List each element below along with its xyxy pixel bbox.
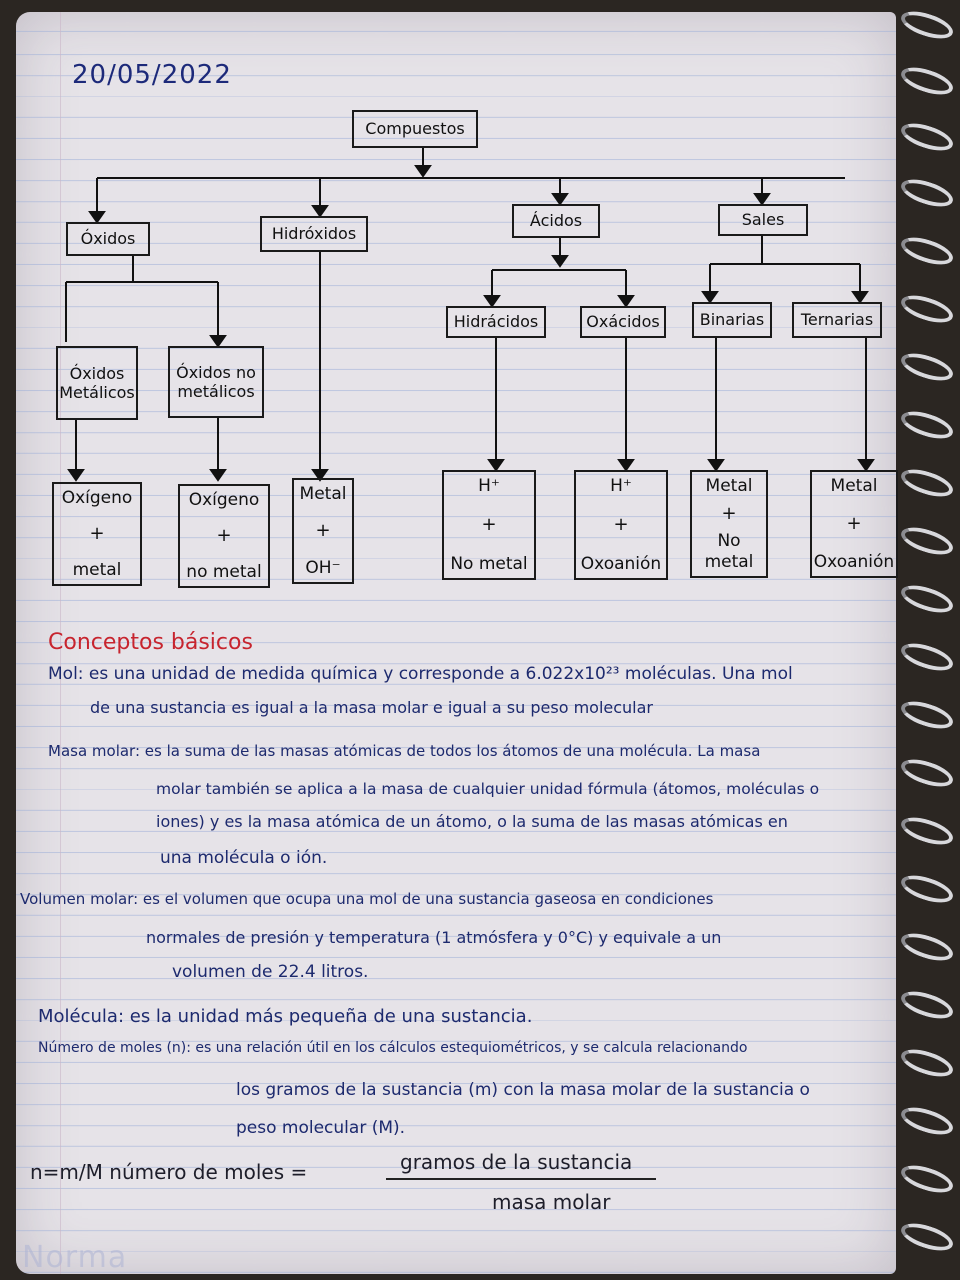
formula-hidracido: H⁺ + No metal	[442, 470, 536, 580]
note-line: normales de presión y temperatura (1 atm…	[146, 928, 722, 947]
note-line: Número de moles (n): es una relación úti…	[38, 1040, 748, 1056]
formula-sal-ternaria: Metal + Oxoanión	[810, 470, 898, 578]
formula-sal-binaria: Metal + No metal	[690, 470, 768, 578]
formula-oxido-metalico: Oxígeno + metal	[52, 482, 142, 586]
note-line: molar también se aplica a la masa de cua…	[156, 780, 820, 798]
node-oxacidos: Oxácidos	[580, 306, 666, 338]
node-oxidos-metalicos: Óxidos Metálicos	[56, 346, 138, 420]
fraction-bar	[386, 1178, 656, 1180]
node-binarias: Binarias	[692, 302, 772, 338]
note-line: de una sustancia es igual a la masa mola…	[90, 698, 653, 717]
formula-oxido-no-metalico: Oxígeno + no metal	[178, 484, 270, 588]
section-title: Conceptos básicos	[48, 630, 253, 655]
note-line: Masa molar: es la suma de las masas atóm…	[48, 742, 761, 760]
node-hidroxidos: Hidróxidos	[260, 216, 368, 252]
note-line: volumen de 22.4 litros.	[172, 962, 369, 982]
node-ternarias: Ternarias	[792, 302, 882, 338]
formula-hidroxido: Metal + OH⁻	[292, 478, 354, 584]
node-oxidos: Óxidos	[66, 222, 150, 256]
formula-lhs: n=m/M número de moles =	[30, 1160, 308, 1184]
notebook-brand-logo: Norma	[22, 1240, 128, 1275]
ruled-lines	[16, 12, 896, 1274]
node-sales: Sales	[718, 204, 808, 236]
formula-oxacido: H⁺ + Oxoanión	[574, 470, 668, 580]
node-compuestos: Compuestos	[352, 110, 478, 148]
note-line: Molécula: es la unidad más pequeña de un…	[38, 1006, 533, 1027]
note-line: Volumen molar: es el volumen que ocupa u…	[20, 890, 714, 908]
note-line: una molécula o ión.	[160, 848, 328, 868]
formula-denominator: masa molar	[492, 1190, 611, 1214]
notebook-page	[16, 12, 896, 1274]
note-line: peso molecular (M).	[236, 1118, 406, 1138]
node-oxidos-no-metalicos: Óxidos no metálicos	[168, 346, 264, 418]
note-line: iones) y es la masa atómica de un átomo,…	[156, 812, 788, 831]
node-acidos: Ácidos	[512, 204, 600, 238]
note-line: Mol: es una unidad de medida química y c…	[48, 664, 793, 684]
diagram-connectors	[65, 148, 875, 482]
margin-line	[60, 12, 61, 1274]
date: 20/05/2022	[72, 60, 232, 90]
formula-numerator: gramos de la sustancia	[400, 1150, 633, 1174]
node-hidracidos: Hidrácidos	[446, 306, 546, 338]
note-line: los gramos de la sustancia (m) con la ma…	[236, 1080, 810, 1100]
